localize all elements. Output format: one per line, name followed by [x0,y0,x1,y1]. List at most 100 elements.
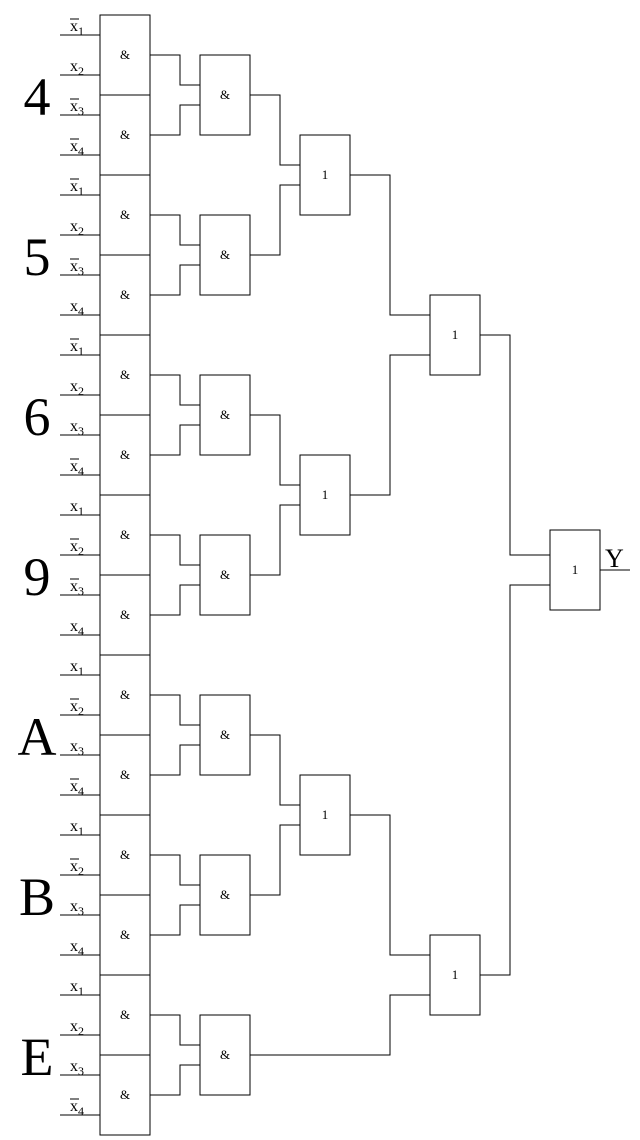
and-gate-l2: & [199,374,251,456]
and-gate-l2-box [199,1014,251,1096]
and-gate-l1: & [99,654,151,736]
and-gate-l2: & [199,1014,251,1096]
wire [150,54,200,86]
and-gate-l1-symbol: & [120,847,130,862]
or-gate-l4-symbol: 1 [452,327,459,342]
and-gate-l2-symbol: & [220,727,230,742]
and-gate-l1-box [99,254,151,336]
and-gate-l1-symbol: & [120,127,130,142]
and-gate-l2: & [199,214,251,296]
wire [250,504,300,576]
wire [250,824,300,896]
input-label-x4: x4 [70,138,84,158]
and-gate-l1-symbol: & [120,207,130,222]
digit-label: B [19,867,55,927]
and-gate-l1-box [99,894,151,976]
and-gate-l1-symbol: & [120,927,130,942]
and-gate-l1: & [99,94,151,176]
and-gate-l1: & [99,734,151,816]
and-gate-l2-symbol: & [220,887,230,902]
or-gate-l3-symbol: 1 [322,167,329,182]
and-gate-l1: & [99,574,151,656]
digit-label: E [21,1027,54,1087]
digit-label: 9 [24,547,51,607]
or-gate-l3: 1 [299,134,351,216]
and-gate-l2: & [199,694,251,776]
digit-label: 4 [24,67,51,127]
or-gate-final-symbol: 1 [572,562,579,577]
and-gate-l2-symbol: & [220,1047,230,1062]
and-gate-l1-symbol: & [120,47,130,62]
and-gate-l1-box [99,334,151,416]
and-gate-l1-box [99,414,151,496]
or-gate-l3: 1 [299,774,351,856]
and-gate-l1: & [99,1054,151,1136]
input-label-x2: x2 [70,538,84,558]
or-gate-l4: 1 [429,294,481,376]
and-gate-l2-box [199,694,251,776]
wire [150,214,200,246]
or-gate-l4-box [429,934,481,1016]
and-gate-l1-symbol: & [120,607,130,622]
wire [250,734,300,806]
and-gate-l2-symbol: & [220,247,230,262]
and-gate-l1-symbol: & [120,687,130,702]
or-gate-l3: 1 [299,454,351,536]
input-label-x1: x1 [70,178,84,198]
and-gate-l1-symbol: & [120,1007,130,1022]
or-gate-l3-symbol: 1 [322,807,329,822]
wire [150,584,200,616]
input-label-x2: x2 [70,218,84,238]
and-gate-l1-box [99,574,151,656]
wire [250,94,300,166]
and-gate-l1-box [99,734,151,816]
and-gate-l1: & [99,174,151,256]
wire [350,174,430,316]
and-gate-l2-symbol: & [220,407,230,422]
input-label-x4: x4 [70,778,84,798]
input-label-x2: x2 [70,378,84,398]
and-gate-l1: & [99,14,151,96]
input-label-x1: x1 [70,18,84,38]
or-gate-l4: 1 [429,934,481,1016]
input-label-x4: x4 [70,938,84,958]
input-label-x2: x2 [70,58,84,78]
and-gate-l1-box [99,814,151,896]
and-gate-l2-symbol: & [220,87,230,102]
input-label-x3: x3 [70,258,84,278]
and-gate-l2: & [199,854,251,936]
or-gate-final-box [549,529,601,611]
and-gate-l2-symbol: & [220,567,230,582]
input-label-x4: x4 [70,458,84,478]
wire [250,994,430,1056]
wire [150,534,200,566]
wire [150,854,200,886]
wire [150,744,200,776]
input-label-x3: x3 [70,898,84,918]
input-label-x3: x3 [70,578,84,598]
input-label-x1: x1 [70,658,84,678]
or-gate-l4-symbol: 1 [452,967,459,982]
wire [350,814,430,956]
and-gate-l1: & [99,494,151,576]
digit-label: 5 [24,227,51,287]
and-gate-l1-symbol: & [120,447,130,462]
wire [150,1064,200,1096]
and-gate-l1-symbol: & [120,367,130,382]
wire [480,584,550,976]
input-label-x4: x4 [70,1098,84,1118]
input-label-x1: x1 [70,498,84,518]
input-label-x4: x4 [70,298,84,318]
wire [150,1014,200,1046]
wire [150,694,200,726]
or-gate-l3-box [299,774,351,856]
input-label-x3: x3 [70,1058,84,1078]
and-gate-l2: & [199,54,251,136]
or-gate-l3-box [299,134,351,216]
and-gate-l1: & [99,254,151,336]
and-gate-l1: & [99,814,151,896]
and-gate-l1-box [99,1054,151,1136]
wire [480,334,550,556]
and-gate-l1-symbol: & [120,287,130,302]
